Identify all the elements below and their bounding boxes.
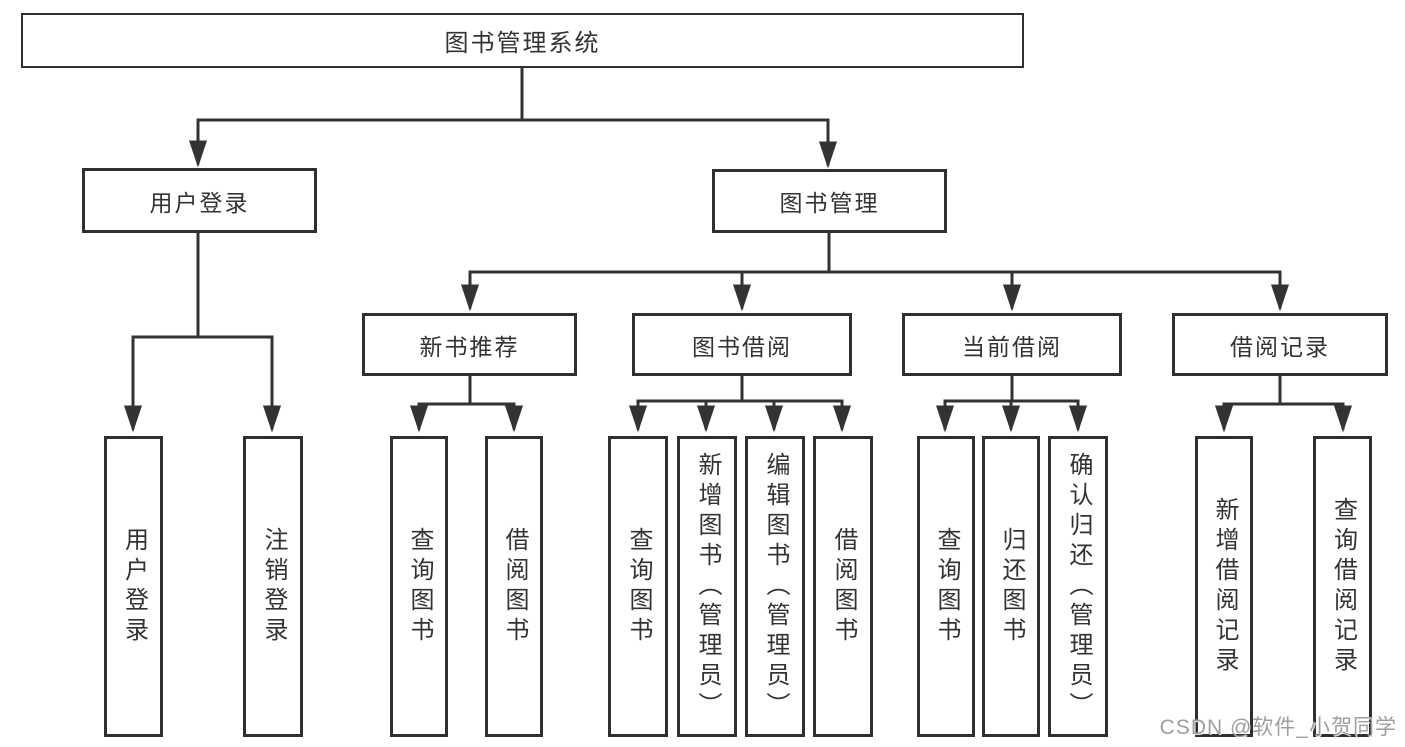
node-book-borrowing: 图书借阅: [632, 313, 852, 376]
leaf-label: 查询借阅记录: [1329, 496, 1357, 677]
node-book-management: 图书管理: [712, 169, 947, 233]
node-label: 图书管理: [779, 190, 880, 216]
leaf-label: 借阅图书: [830, 526, 857, 647]
leaf-label: 查询图书: [406, 526, 433, 647]
node-label: 用户登录: [149, 189, 250, 216]
node-label: 新书推荐: [419, 333, 520, 360]
node-library-management-system: 图书管理系统: [21, 13, 1024, 68]
leaf-query-books-recommendation: 查询图书: [390, 436, 448, 737]
leaf-label: 确认归还（管理员）: [1065, 451, 1092, 722]
leaf-user-login: 用户登录: [104, 436, 163, 737]
leaf-label: 编辑图书（管理员）: [762, 451, 789, 722]
leaf-logout: 注销登录: [243, 436, 303, 737]
node-user-login: 用户登录: [82, 168, 317, 233]
leaf-query-books-current: 查询图书: [917, 436, 975, 737]
node-current-borrowing: 当前借阅: [902, 313, 1122, 376]
leaf-return-books: 归还图书: [982, 436, 1040, 737]
leaf-edit-book-admin: 编辑图书（管理员）: [745, 436, 805, 737]
node-label: 借阅记录: [1230, 333, 1330, 360]
node-borrowing-records: 借阅记录: [1172, 313, 1388, 376]
node-label: 当前借阅: [962, 333, 1062, 360]
leaf-label: 查询图书: [625, 526, 652, 647]
leaf-label: 新增图书（管理员）: [694, 451, 721, 722]
leaf-confirm-return-admin: 确认归还（管理员）: [1048, 436, 1108, 737]
leaf-query-borrow-record: 查询借阅记录: [1313, 436, 1372, 737]
node-new-book-recommendation: 新书推荐: [362, 313, 577, 376]
leaf-label: 借阅图书: [501, 526, 528, 647]
node-label: 图书管理系统: [444, 30, 601, 57]
leaf-label: 查询图书: [933, 526, 960, 647]
leaf-label: 归还图书: [998, 526, 1025, 647]
leaf-borrow-books: 借阅图书: [813, 436, 873, 737]
leaf-query-books-borrowing: 查询图书: [608, 436, 668, 737]
leaf-add-borrow-record: 新增借阅记录: [1195, 436, 1253, 737]
watermark-csdn: CSDN @软件_小贺同学: [1159, 716, 1397, 739]
leaf-label: 用户登录: [120, 526, 148, 647]
leaf-borrow-books-recommendation: 借阅图书: [485, 436, 543, 737]
leaf-label: 新增借阅记录: [1211, 496, 1238, 677]
leaf-add-book-admin: 新增图书（管理员）: [677, 436, 737, 737]
node-label: 图书借阅: [692, 333, 792, 360]
leaf-label: 注销登录: [260, 526, 287, 647]
